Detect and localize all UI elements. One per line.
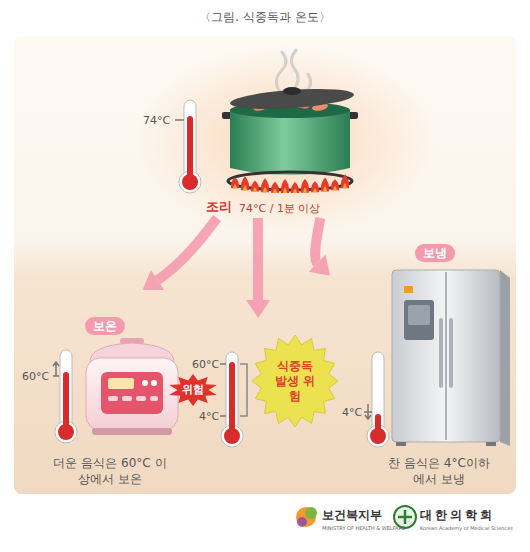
danger-label: 위험: [182, 383, 204, 396]
thermometer-fill: [63, 372, 69, 432]
flame-core: [343, 183, 347, 188]
cooking-condition: 74°C / 1분 이상: [239, 202, 320, 215]
flame-core: [333, 186, 337, 190]
panel: [14, 36, 516, 494]
flame: [291, 182, 299, 193]
flame-core: [233, 184, 237, 188]
logo-subtext: MINISTRY OF HEALTH & WELFARE: [322, 525, 405, 531]
thermometer-bulb-outline: [179, 171, 201, 193]
flame: [271, 182, 279, 193]
temperature-label: 4°C: [199, 410, 219, 423]
rice-cooker: [86, 338, 178, 435]
temperature-label: 4°C: [342, 406, 362, 419]
flame: [331, 179, 339, 190]
thermometer-tube: [372, 352, 384, 436]
pot: [222, 86, 358, 190]
thermometer-fill: [187, 116, 193, 182]
temperature-label: 60°C: [22, 370, 49, 383]
flame: [231, 177, 239, 188]
thermometer-bulb: [370, 428, 386, 444]
temperature-label: 74°C: [143, 114, 170, 127]
arrow-line: [315, 218, 320, 263]
arrow-head: [143, 270, 165, 290]
range-ticks: [220, 364, 226, 416]
stage-title: 조리: [206, 199, 232, 215]
academy-logo: [394, 506, 416, 528]
range-bracket: [240, 364, 247, 416]
thermometer-tube: [60, 350, 72, 432]
warning-burst: 식중독 발생 위험: [252, 335, 338, 427]
thermometer-bulb: [224, 428, 240, 444]
thermometer-bulb: [182, 174, 198, 190]
thermometer-tube: [184, 100, 196, 182]
starburst-shape: [252, 335, 338, 427]
glow: [135, 45, 435, 235]
ministry-logo: [296, 507, 317, 527]
arrow-line: [158, 218, 218, 280]
flame-core: [283, 188, 287, 193]
flame: [241, 176, 249, 190]
flow-arrow: [143, 218, 218, 290]
arrow-head: [309, 255, 330, 276]
flame-core: [293, 189, 297, 193]
warning-label: 식중독 발생 위험: [273, 359, 317, 404]
danger-burst: 위험: [168, 374, 218, 406]
flame-core: [323, 187, 327, 192]
arrow-line: [253, 218, 263, 300]
stage-badge: 보냉: [415, 244, 455, 262]
steam: [276, 50, 310, 92]
diagram-title: 〈그림. 식중독과 온도〉: [0, 10, 530, 24]
thermometer-bulb-outline: [367, 425, 389, 447]
flame: [251, 180, 259, 191]
flame: [311, 181, 319, 192]
guideline-note: 찬 음식은 4°C이하에서 보냉: [386, 455, 492, 487]
thermometers: [55, 100, 389, 447]
stage-badge: 보온: [85, 317, 125, 335]
cooking-stage: 74°C 조리 74°C / 1분 이상: [140, 55, 360, 218]
flow-arrow: [246, 218, 270, 318]
flame: [281, 179, 289, 193]
arrow-head: [246, 300, 270, 318]
tick-down-arrow: [364, 404, 372, 419]
temperature-label: 60°C: [192, 358, 219, 371]
thermometer-bulb-outline: [221, 425, 243, 447]
thermometer: [179, 100, 201, 193]
thermometer-fill: [229, 362, 235, 436]
thermometer-bulb-outline: [55, 421, 77, 443]
thermometer: [367, 352, 389, 447]
thermometer-tube: [226, 352, 238, 436]
flame-core: [243, 185, 247, 190]
logo-text: 보건복지부: [322, 508, 382, 522]
hot-holding-stage: 보온 60°C 더운 음식은 60°C 이상에서 보온: [20, 290, 195, 490]
flame-core: [313, 188, 317, 192]
starburst-shape: [169, 374, 217, 406]
danger-zone: 60°C 4°C 위험 식중독 발생 위험: [168, 318, 338, 442]
logo-text: 대한의학회: [420, 508, 495, 522]
flame-core: [253, 188, 257, 192]
refrigerator: [392, 270, 510, 446]
flow-arrow: [309, 218, 330, 276]
thermometer: [221, 352, 243, 447]
thermometer-bulb: [58, 424, 74, 440]
cold-holding-stage: 보냉 4°C 찬 음식은 4°C이하에서 보냉: [330, 238, 512, 490]
tick-up-arrow: [53, 362, 59, 376]
flame: [301, 179, 309, 193]
flames: [231, 174, 349, 193]
flame: [341, 174, 349, 188]
flame-core: [273, 189, 277, 193]
lower-band: [14, 240, 516, 494]
tick: [175, 119, 184, 121]
flame: [321, 177, 329, 191]
flame-core: [263, 187, 267, 192]
flame-core: [303, 188, 307, 193]
logo-subtext: Korean Academy of Medical Sciences: [420, 525, 513, 531]
flame: [261, 178, 269, 192]
guideline-note: 더운 음식은 60°C 이상에서 보온: [50, 455, 170, 487]
